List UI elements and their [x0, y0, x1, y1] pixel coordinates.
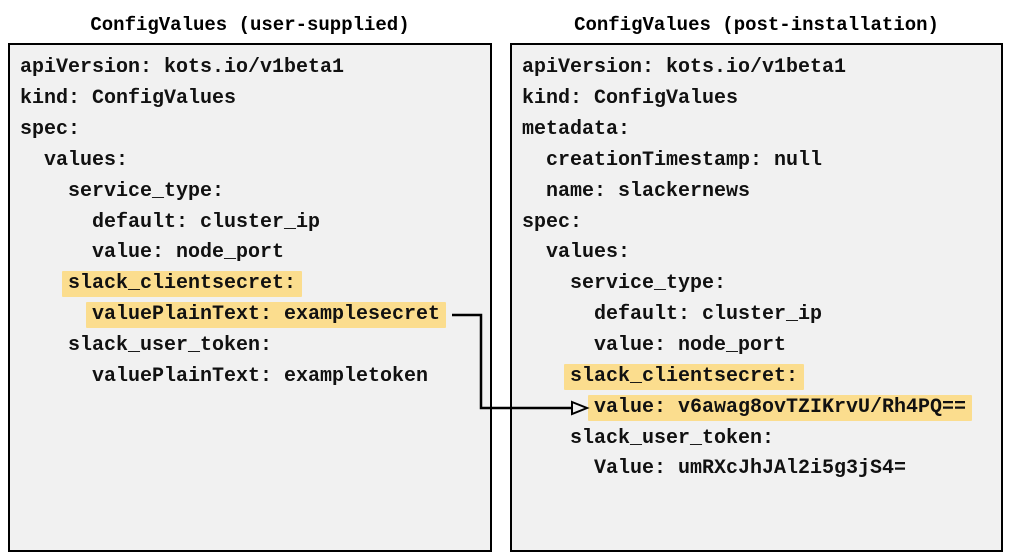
- yaml-line: default: cluster_ip: [10, 207, 490, 238]
- yaml-line-text: service_type:: [68, 179, 225, 203]
- yaml-line: Value: umRXcJhJAl2i5g3jS4=: [512, 454, 1001, 485]
- yaml-panel-post-installation: apiVersion: kots.io/v1beta1 kind: ConfigV…: [510, 43, 1003, 552]
- yaml-line-text: values:: [546, 241, 631, 265]
- yaml-line: slack_clientsecret:: [512, 361, 1001, 392]
- yaml-panel-user-supplied: apiVersion: kots.io/v1beta1 kind: ConfigV…: [8, 43, 492, 552]
- yaml-line-text: name: slackernews: [546, 179, 751, 203]
- yaml-line: valuePlainText: exampletoken: [10, 361, 490, 392]
- yaml-line-text: default: cluster_ip: [594, 303, 823, 327]
- yaml-line: default: cluster_ip: [512, 300, 1001, 331]
- yaml-line: value: node_port: [10, 238, 490, 269]
- yaml-line: apiVersion: kots.io/v1beta1: [512, 53, 1001, 84]
- yaml-line-text: service_type:: [570, 272, 727, 296]
- yaml-line: slack_clientsecret:: [10, 269, 490, 300]
- yaml-line-text: slack_user_token:: [570, 426, 775, 450]
- yaml-line-text: valuePlainText: exampletoken: [92, 364, 429, 388]
- yaml-line: slack_user_token:: [10, 331, 490, 362]
- yaml-line: kind: ConfigValues: [10, 84, 490, 115]
- yaml-line: service_type:: [10, 176, 490, 207]
- yaml-line-text-highlighted: valuePlainText: examplesecret: [86, 302, 447, 329]
- yaml-line: values:: [512, 238, 1001, 269]
- yaml-line: value: v6awag8ovTZIKrvU/Rh4PQ==: [512, 392, 1001, 423]
- yaml-line: slack_user_token:: [512, 423, 1001, 454]
- yaml-line-text: spec:: [522, 210, 583, 234]
- yaml-line-text: value: node_port: [92, 241, 285, 265]
- yaml-line-text: slack_user_token:: [68, 334, 273, 358]
- yaml-line-text: creationTimestamp: null: [546, 148, 823, 172]
- panel-title-post-installation: ConfigValues (post-installation): [574, 14, 939, 36]
- yaml-line: spec:: [512, 207, 1001, 238]
- yaml-line: metadata:: [512, 115, 1001, 146]
- yaml-line-text: kind: ConfigValues: [522, 87, 739, 111]
- yaml-line-text: default: cluster_ip: [92, 210, 321, 234]
- yaml-line: creationTimestamp: null: [512, 146, 1001, 177]
- yaml-line: spec:: [10, 115, 490, 146]
- yaml-line: valuePlainText: examplesecret: [10, 300, 490, 331]
- panel-title-user-supplied: ConfigValues (user-supplied): [90, 14, 410, 36]
- yaml-line-text: value: node_port: [594, 334, 787, 358]
- yaml-line-text: spec:: [20, 118, 81, 142]
- yaml-line: name: slackernews: [512, 176, 1001, 207]
- yaml-line-text: apiVersion: kots.io/v1beta1: [20, 56, 345, 80]
- yaml-line-text: Value: umRXcJhJAl2i5g3jS4=: [594, 457, 907, 481]
- yaml-line-text-highlighted: value: v6awag8ovTZIKrvU/Rh4PQ==: [588, 394, 973, 421]
- yaml-line-text: metadata:: [522, 118, 631, 142]
- yaml-line-text: apiVersion: kots.io/v1beta1: [522, 56, 847, 80]
- yaml-line-text: values:: [44, 148, 129, 172]
- yaml-line: kind: ConfigValues: [512, 84, 1001, 115]
- yaml-line: values:: [10, 146, 490, 177]
- yaml-line-text-highlighted: slack_clientsecret:: [62, 271, 303, 298]
- yaml-line: service_type:: [512, 269, 1001, 300]
- yaml-line: value: node_port: [512, 331, 1001, 362]
- yaml-line-text: kind: ConfigValues: [20, 87, 237, 111]
- yaml-line-text-highlighted: slack_clientsecret:: [564, 363, 805, 390]
- yaml-line: apiVersion: kots.io/v1beta1: [10, 53, 490, 84]
